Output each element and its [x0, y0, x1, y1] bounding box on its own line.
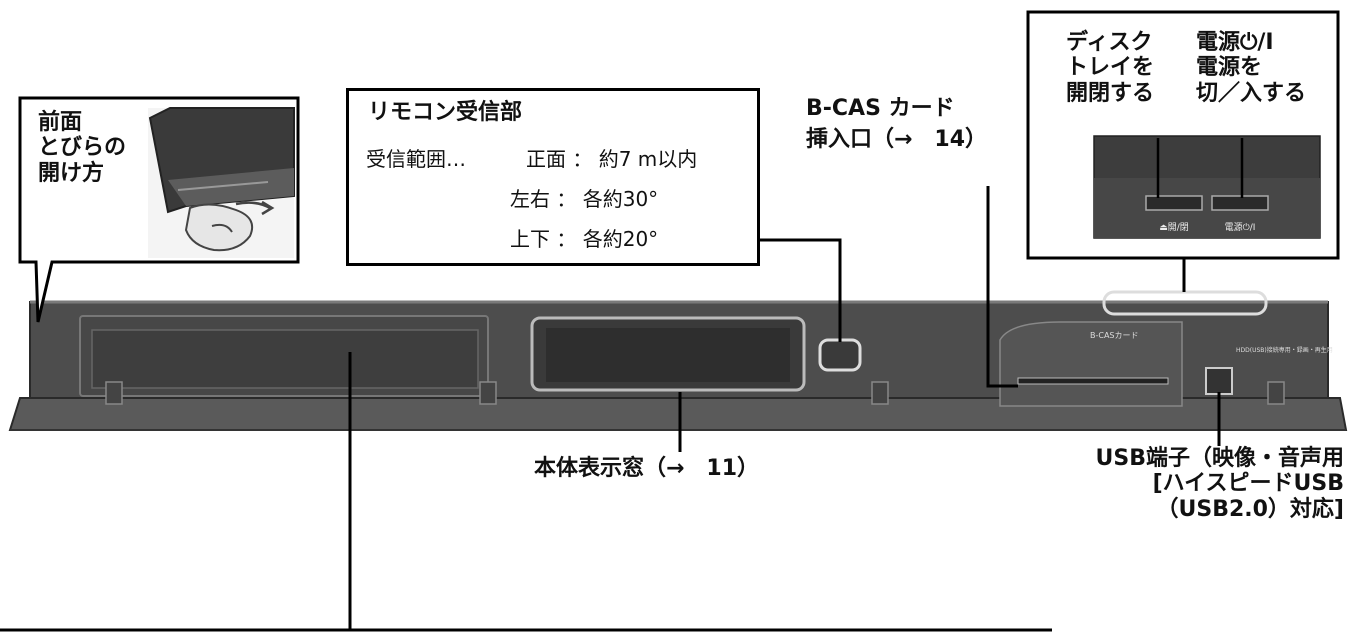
- remote-receiver-box: [346, 88, 760, 266]
- remote-receiver-title: リモコン受信部: [368, 100, 523, 125]
- bcas-label: B-CAS カード 挿入口（→ 14）: [806, 96, 988, 153]
- bcas-print: B-CASカード: [1090, 331, 1139, 340]
- power-button-print: 電源⏻/I: [1225, 222, 1256, 233]
- power-label: 電源⏻/I 電源を 切／入する: [1196, 30, 1307, 106]
- disc-tray-label: ディスク トレイを 開閉する: [1066, 30, 1155, 106]
- front-door-label: 前面 とびらの 開け方: [38, 110, 127, 186]
- range-row: 左右 ： 各約30°: [510, 187, 659, 211]
- usb-port: [1205, 367, 1233, 395]
- usb-print: HDD(USB)接続専用・録画・再生用: [1236, 346, 1333, 354]
- range-prefix: 受信範囲…: [366, 147, 466, 171]
- disc-open-close-button: [1145, 195, 1203, 211]
- bcas-slot: [1017, 377, 1169, 385]
- power-button: [1211, 195, 1269, 211]
- bcas-slot-area: [999, 321, 1183, 407]
- range-row: 上下 ： 各約20°: [510, 227, 659, 251]
- range-row: 正面 ： 約7 m以内: [526, 147, 698, 171]
- display-window-label: 本体表示窓（→ 11）: [534, 456, 760, 481]
- remote-receiver-highlight: [818, 338, 862, 372]
- disc-button-print: ⏏開/閉: [1159, 222, 1189, 233]
- usb-label: USB端子（映像・音声用 [ハイスピードUSB （USB2.0）対応]: [1095, 446, 1344, 522]
- front-door-photo: [148, 107, 295, 258]
